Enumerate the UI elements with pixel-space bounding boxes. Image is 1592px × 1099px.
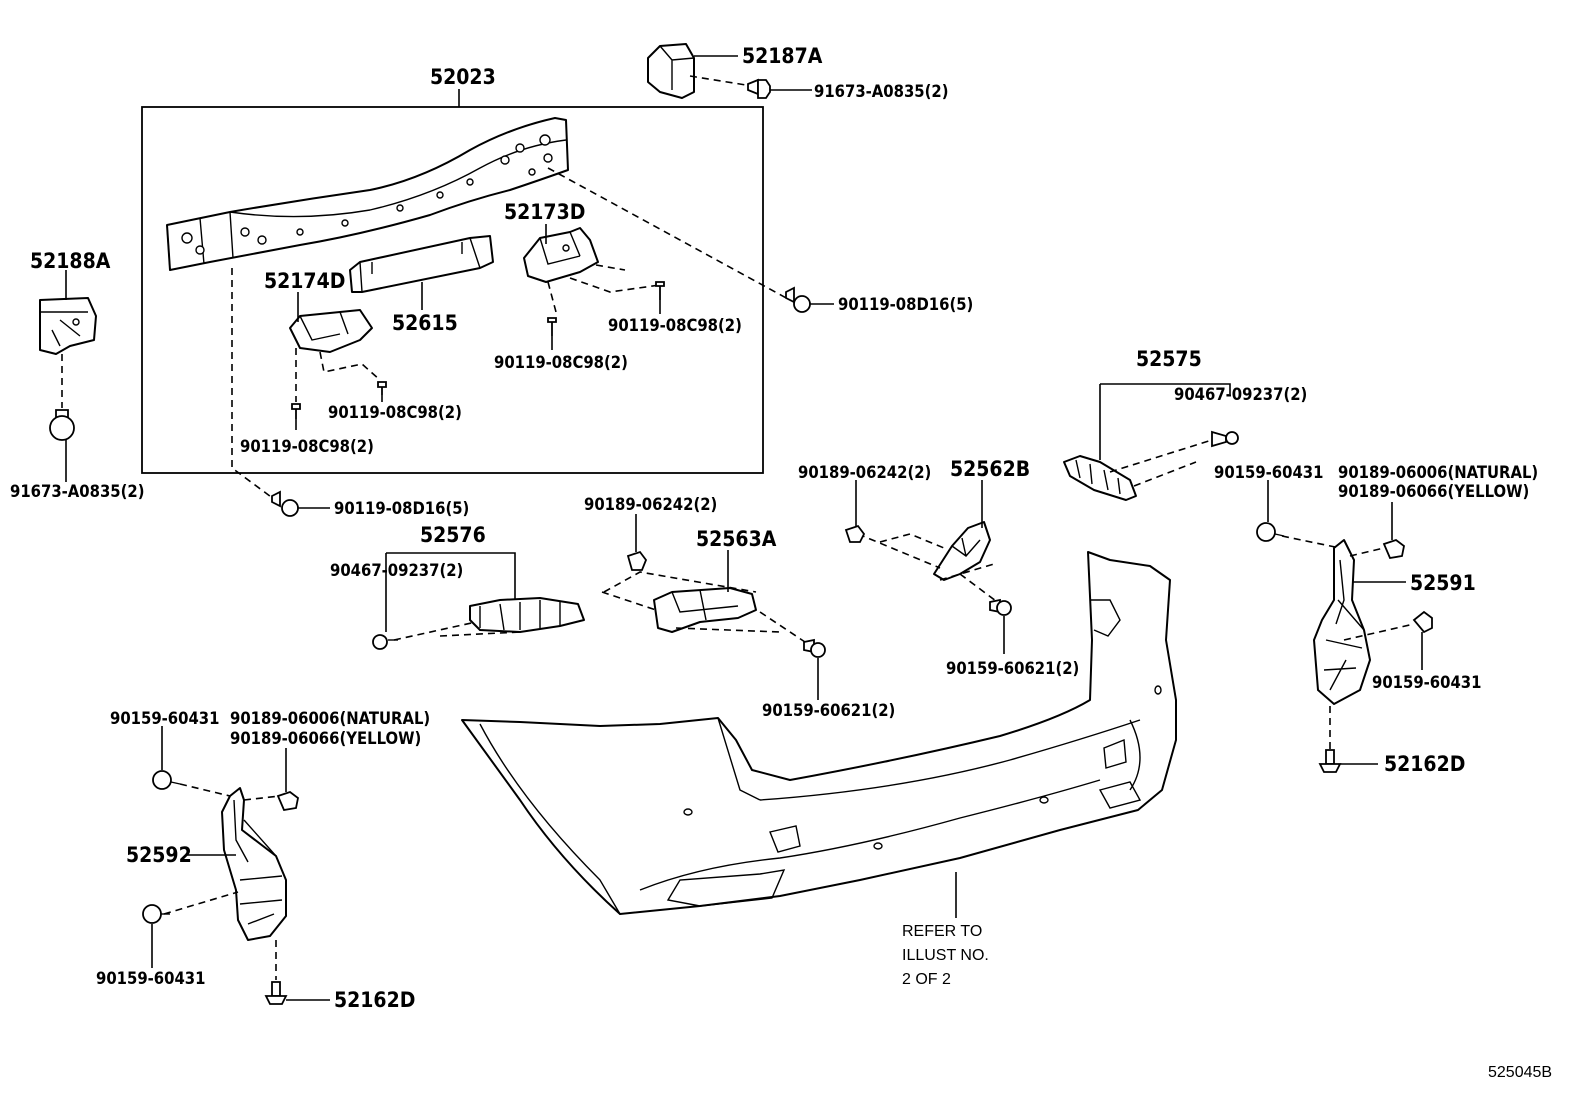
bumper-cover: [461, 551, 1177, 915]
label-90159-60621-right: 90159-60621(2): [946, 659, 1079, 678]
label-52174D: 52174D: [264, 269, 345, 293]
reinforcement-beam-52023: [166, 117, 569, 271]
label-90119-08D16-left: 90119-08D16(5): [334, 499, 469, 518]
clip-90159-60431-right-bottom: [1412, 610, 1433, 634]
bolt-90159-60621-right: [989, 598, 1012, 616]
screw-90467-09237-right: [1211, 430, 1239, 448]
bracket-52563A: [653, 587, 757, 633]
label-52173D: 52173D: [504, 200, 585, 224]
clip-90189-06242-center: [844, 524, 866, 543]
label-90119-08C98-lower: 90119-08C98(2): [494, 353, 628, 372]
bracket-52562B: [933, 521, 991, 581]
label-90189-06066-right: 90189-06066(YELLOW): [1338, 482, 1529, 501]
rail-52576: [469, 597, 585, 633]
label-90159-60431-left-bottom: 90159-60431: [96, 969, 205, 988]
bolt-90119-08C98-left-b: [291, 403, 301, 419]
label-90119-08C98-upper: 90119-08C98(2): [608, 316, 742, 335]
label-90119-08C98-left-b: 90119-08C98(2): [240, 437, 374, 456]
label-52575: 52575: [1136, 347, 1202, 371]
label-52563A: 52563A: [696, 527, 777, 551]
label-91673-A0835-top: 91673-A0835(2): [814, 82, 949, 101]
note-line-1: REFER TO: [902, 923, 982, 940]
note-line-3: 2 OF 2: [902, 971, 951, 988]
nut-90189-06006-left: [276, 790, 299, 812]
label-90159-60431-left-top: 90159-60431: [110, 709, 219, 728]
clip-90189-06242-mid: [626, 550, 648, 571]
label-52187A: 52187A: [742, 44, 823, 68]
clip-90159-60431-left-bottom: [142, 904, 170, 924]
label-52576: 52576: [420, 523, 486, 547]
label-90189-06006-right: 90189-06006(NATURAL): [1338, 463, 1538, 482]
label-52023: 52023: [430, 65, 496, 89]
clip-91673-A0835-top: [747, 78, 771, 99]
label-90119-08C98-left-a: 90119-08C98(2): [328, 403, 462, 422]
label-90119-08D16-right: 90119-08D16(5): [838, 295, 973, 314]
label-90159-60431-right-bottom: 90159-60431: [1372, 673, 1481, 692]
retainer-52592: [221, 787, 287, 941]
bracket-52188A: [39, 297, 97, 355]
illustration-code: 525045B: [1488, 1064, 1552, 1081]
clip-90159-60431-right-top: [1256, 522, 1285, 542]
label-91673-A0835-left: 91673-A0835(2): [10, 482, 145, 501]
label-52162D-left: 52162D: [334, 988, 415, 1012]
label-52188A: 52188A: [30, 249, 111, 273]
assembly-frame: [141, 106, 764, 474]
retainer-52591: [1313, 539, 1371, 705]
absorber-52615: [349, 235, 494, 293]
label-52591: 52591: [1410, 571, 1476, 595]
label-90189-06242-center: 90189-06242(2): [798, 463, 931, 482]
bolt-90119-08D16-right: [785, 286, 811, 313]
leader-52575: [1099, 383, 1231, 460]
bolt-90159-60621-mid: [803, 638, 826, 658]
bolt-90119-08C98-upper: [655, 281, 665, 300]
bolt-90119-08D16-left: [271, 490, 299, 517]
label-90159-60431-right-top: 90159-60431: [1214, 463, 1323, 482]
label-90467-09237-left: 90467-09237(2): [330, 561, 463, 580]
label-90189-06242-mid: 90189-06242(2): [584, 495, 717, 514]
note-line-2: ILLUST NO.: [902, 947, 989, 964]
leader-52576: [385, 552, 516, 632]
label-52592: 52592: [126, 843, 192, 867]
label-90189-06066-left: 90189-06066(YELLOW): [230, 729, 421, 748]
clip-90159-60431-left-top: [152, 770, 181, 790]
pin-52162D-right: [1318, 749, 1342, 773]
bracket-52174D: [289, 309, 373, 353]
pin-52162D-left: [264, 981, 288, 1005]
label-52562B: 52562B: [950, 457, 1030, 481]
bracket-52187A: [647, 43, 695, 99]
bracket-52173D: [523, 227, 599, 283]
bolt-90119-08C98-left-a: [377, 381, 387, 395]
label-90467-09237-right: 90467-09237(2): [1174, 385, 1307, 404]
label-90189-06006-left: 90189-06006(NATURAL): [230, 709, 430, 728]
screw-90467-09237-left: [372, 634, 398, 650]
label-52615: 52615: [392, 311, 458, 335]
clip-91673-A0835-left: [49, 409, 75, 441]
label-90159-60621-mid: 90159-60621(2): [762, 701, 895, 720]
label-52162D-right: 52162D: [1384, 752, 1465, 776]
rail-52575: [1063, 455, 1137, 501]
bolt-90119-08C98-lower: [547, 317, 557, 336]
nut-90189-06006-right: [1382, 538, 1405, 560]
